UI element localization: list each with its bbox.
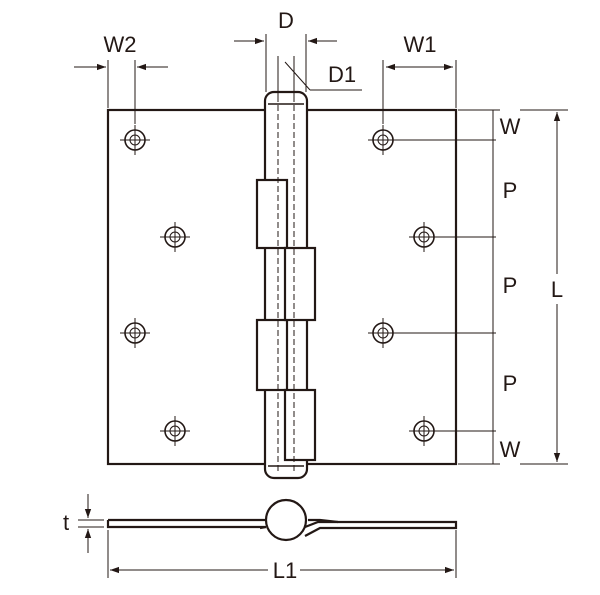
d-label: D	[278, 8, 294, 33]
l1-label: L1	[273, 558, 297, 583]
d-dimension: D	[234, 8, 337, 92]
t-dimension: t	[63, 494, 104, 553]
left-leaf	[106, 108, 270, 466]
side-view	[106, 498, 458, 542]
l-dimension: L	[520, 109, 568, 465]
d1-label: D1	[328, 62, 356, 87]
w2-label: W2	[104, 32, 137, 57]
p-label-1: P	[503, 178, 518, 203]
screw-hole	[120, 318, 150, 348]
right-leaf	[304, 108, 458, 466]
screw-hole	[368, 125, 398, 155]
screw-hole	[409, 416, 439, 446]
p-label-3: P	[503, 371, 518, 396]
knuckle-segment	[255, 178, 289, 250]
front-view	[106, 90, 458, 480]
screw-hole	[368, 318, 398, 348]
l1-dimension: L1	[107, 530, 457, 583]
screw-hole	[409, 222, 439, 252]
side-knuckle	[264, 498, 308, 542]
knuckle-segment	[283, 246, 317, 322]
w2-dimension: W2	[74, 32, 168, 124]
p-label-2: P	[503, 273, 518, 298]
screw-hole	[160, 222, 190, 252]
side-profile	[106, 518, 458, 537]
screw-hole	[160, 416, 190, 446]
knuckle-segment	[283, 388, 317, 462]
screw-holes	[120, 125, 439, 446]
t-label: t	[63, 510, 69, 535]
screw-hole	[120, 125, 150, 155]
l-label: L	[551, 277, 563, 302]
w-bottom-label: W	[500, 437, 521, 462]
pitch-dimensions: W P P P W	[398, 109, 521, 465]
hinge-barrel	[255, 90, 317, 480]
w1-dimension: W1	[382, 32, 457, 124]
knuckle-segment	[255, 318, 289, 392]
w1-label: W1	[404, 32, 437, 57]
d1-dimension: D1	[277, 56, 362, 96]
w-top-label: W	[500, 114, 521, 139]
